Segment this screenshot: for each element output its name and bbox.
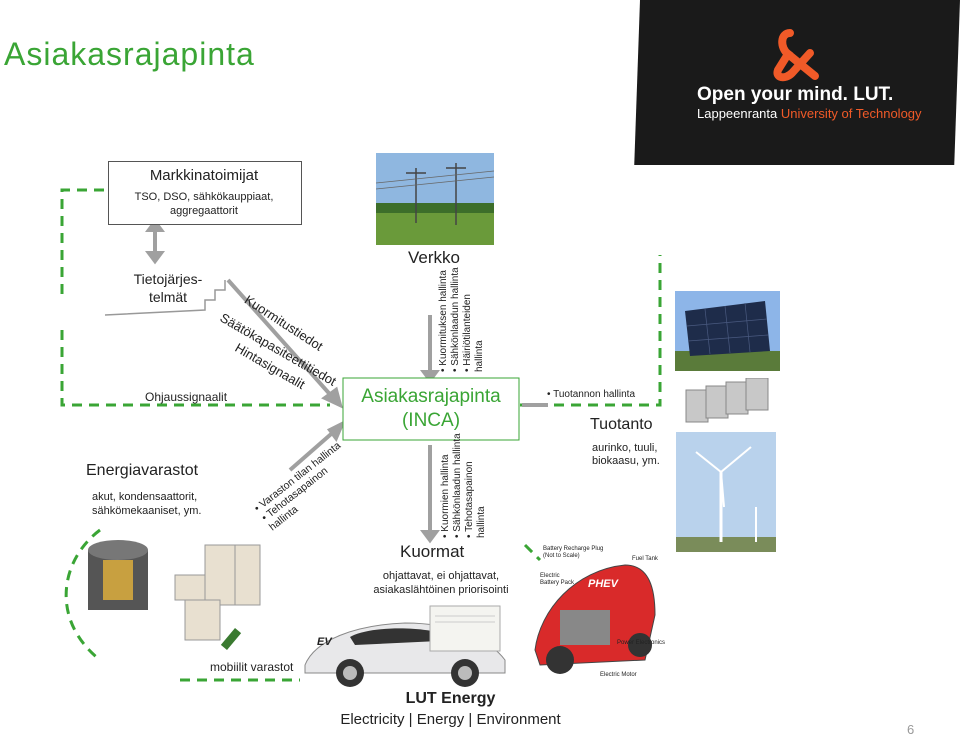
arrowhead-verkko [420, 370, 440, 384]
battery-photo [174, 544, 261, 650]
arrowhead-up-market [145, 218, 165, 232]
energy-storage-sub: akut, kondensaattorit,sähkömekaaniset, y… [92, 491, 202, 517]
arrowhead-storage [326, 419, 346, 442]
phev-illustration [534, 564, 656, 674]
loads-sub: ohjattavat, ei ohjattavat,asiakaslähtöin… [373, 570, 509, 596]
dashed-line-control [60, 330, 330, 407]
production-control-label: • Tuotannon hallinta [547, 389, 636, 400]
arrowhead-kuormat [420, 530, 440, 544]
dashed-line-market [60, 188, 104, 300]
arrow-storage-inca [288, 426, 340, 472]
inca-title: Asiakasrajapinta(INCA) [361, 386, 501, 431]
control-signals-label: Ohjaussignaalit [145, 390, 228, 404]
energy-storage-title: Energiavarastot [86, 462, 199, 479]
ev-badge: EV [317, 636, 332, 648]
footer-subtitle: Electricity | Energy | Environment [340, 711, 561, 728]
tieto-step-line [104, 280, 226, 316]
solar-panel-photo [675, 291, 780, 371]
fuel-cell-photo [685, 378, 769, 423]
market-actors-title: Markkinatoimijat [149, 167, 259, 184]
phev-motor-label: Electric Motor [600, 672, 637, 678]
inca-box-border [342, 377, 520, 441]
market-actors-sub: TSO, DSO, sähkökauppiaat,aggregaattorit [134, 191, 274, 217]
capacitor-photo [88, 540, 148, 610]
phev-plug-label: Battery Recharge Plug(Not to Scale) [543, 546, 604, 559]
phev-power-label: Power Electronics [617, 640, 666, 646]
dashed-line-storage-left [64, 528, 101, 662]
grid-label: Verkko [408, 248, 460, 267]
load-functions-list: • Kuormien hallinta• Sähkönlaadun hallin… [440, 433, 487, 538]
heater-photo [429, 605, 501, 652]
dashed-line-phev [523, 543, 542, 562]
page-title: Asiakasrajapinta [4, 36, 255, 72]
dashed-line-production [520, 255, 662, 407]
production-sub: aurinko, tuuli,biokaasu, ym. [592, 442, 660, 467]
logo-university: Lappeenranta University of Technology [697, 106, 922, 121]
wind-turbine-photo [676, 432, 776, 552]
lut-logo-icon [773, 29, 819, 82]
arrow-tieto-inca [226, 278, 337, 402]
mobile-storage-label: mobiilit varastot [210, 660, 294, 674]
grid-photo [376, 153, 494, 245]
loads-title: Kuormat [400, 542, 465, 561]
grid-functions-list: • Kuormituksen hallinta• Sähkönlaadun ha… [438, 267, 485, 372]
production-title: Tuotanto [590, 416, 653, 433]
arrowhead-down-market [145, 251, 165, 265]
phev-badge: PHEV [588, 578, 618, 590]
page-number: 6 [907, 722, 915, 737]
footer-lut-energy: LUT Energy [405, 690, 496, 707]
info-systems-label: Tietojärjes-telmät [133, 271, 203, 305]
arrowhead-tieto [321, 386, 344, 409]
phev-fuel-label: Fuel Tank [632, 556, 658, 562]
logo-slogan: Open your mind. LUT. [697, 84, 894, 105]
market-actors-box [108, 161, 302, 225]
